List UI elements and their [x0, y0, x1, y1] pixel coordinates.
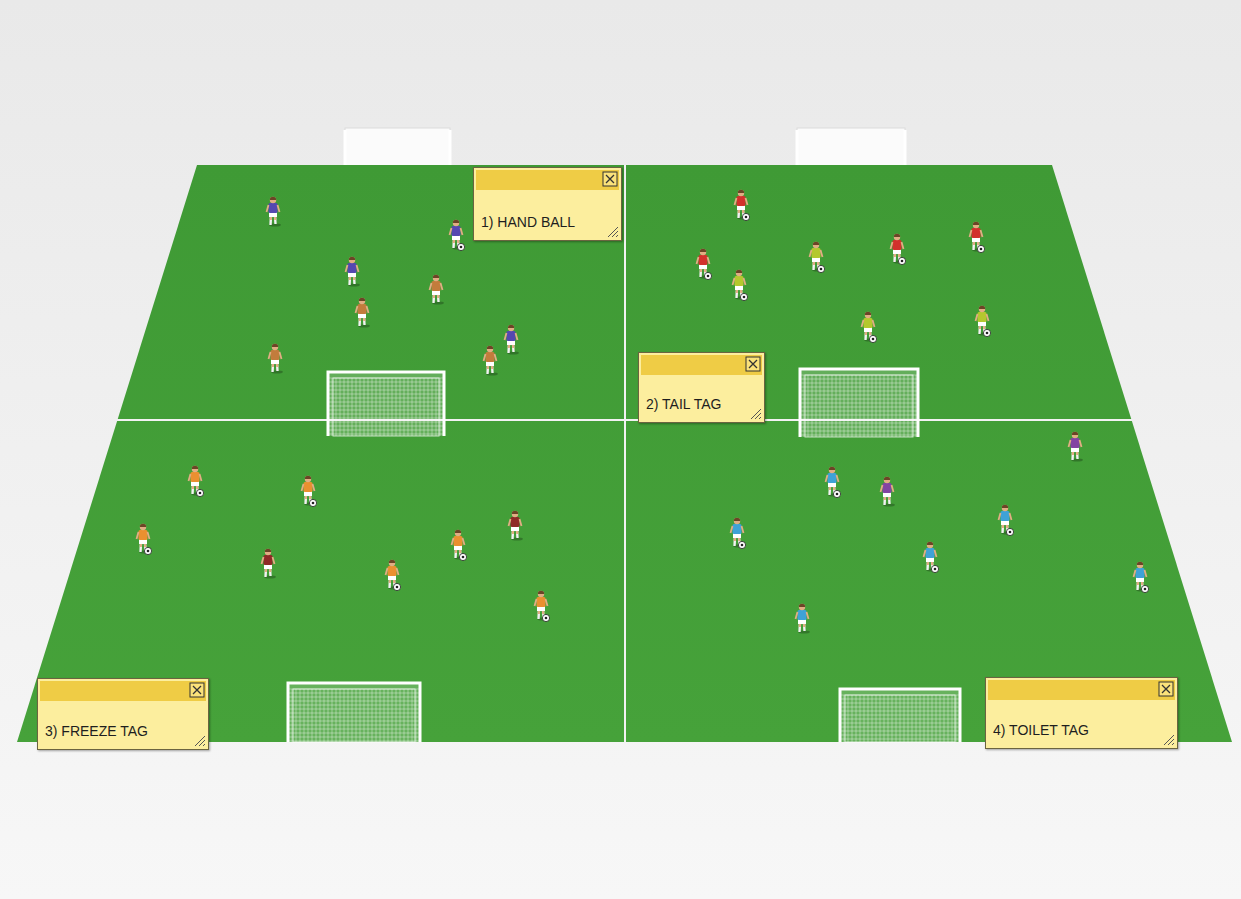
player [302, 476, 317, 507]
player [356, 298, 371, 328]
player [826, 467, 841, 498]
player [386, 560, 401, 591]
ball [738, 541, 745, 548]
pitch [17, 165, 1232, 742]
resize-grip [748, 406, 762, 420]
player [862, 312, 877, 343]
player [452, 530, 467, 561]
player [505, 325, 520, 355]
player [970, 222, 985, 253]
player [891, 234, 906, 265]
ball [977, 245, 984, 252]
player [976, 306, 991, 337]
player [267, 197, 282, 227]
ball [817, 265, 824, 272]
drill-label: 2) TAIL TAG [646, 396, 721, 413]
ball [742, 213, 749, 220]
ball [459, 553, 466, 560]
player [733, 270, 748, 301]
ball [833, 490, 840, 497]
player [269, 344, 284, 374]
player [1134, 562, 1149, 593]
resize-grip [1161, 732, 1175, 746]
note-title-bar [988, 680, 1175, 700]
ball [1141, 585, 1148, 592]
ball [1006, 528, 1013, 535]
ball [704, 272, 711, 279]
note-box: 3) FREEZE TAG [37, 678, 209, 750]
player [137, 524, 152, 555]
close-icon [745, 356, 761, 372]
note-title-bar [40, 681, 206, 701]
goal [328, 372, 444, 436]
player [697, 249, 712, 280]
player [509, 511, 524, 541]
close-icon [189, 682, 205, 698]
resize-grip [605, 224, 619, 238]
note-box: 4) TOILET TAG [985, 677, 1178, 749]
note-box: 1) HAND BALL [473, 167, 622, 241]
resize-grip [192, 733, 206, 747]
close-icon [602, 171, 618, 187]
player [810, 242, 825, 273]
player [450, 220, 465, 251]
ball [309, 499, 316, 506]
ball [931, 565, 938, 572]
player [346, 257, 361, 287]
ball [196, 489, 203, 496]
ball [393, 583, 400, 590]
player [881, 477, 896, 507]
player [796, 604, 811, 634]
note-title-bar [641, 355, 762, 375]
note-title-bar [476, 170, 619, 190]
ball [983, 329, 990, 336]
player [430, 275, 445, 305]
close-icon [1158, 681, 1174, 697]
ball [542, 614, 549, 621]
ball [740, 293, 747, 300]
drill-label: 3) FREEZE TAG [45, 723, 148, 740]
player [735, 190, 750, 221]
pitch-lines [117, 165, 1132, 742]
goal [288, 683, 420, 742]
drill-label: 4) TOILET TAG [993, 722, 1089, 739]
goal [800, 369, 918, 437]
player [924, 542, 939, 573]
player [484, 346, 499, 376]
player [535, 591, 550, 622]
player [189, 466, 204, 497]
ball [457, 243, 464, 250]
ball [869, 335, 876, 342]
player [999, 505, 1014, 536]
ball [144, 547, 151, 554]
player [262, 549, 277, 579]
goal [840, 689, 960, 742]
drill-label: 1) HAND BALL [481, 214, 575, 231]
player [731, 518, 746, 549]
players [137, 190, 1149, 634]
ball [898, 257, 905, 264]
player [1069, 432, 1084, 462]
note-box: 2) TAIL TAG [638, 352, 765, 423]
